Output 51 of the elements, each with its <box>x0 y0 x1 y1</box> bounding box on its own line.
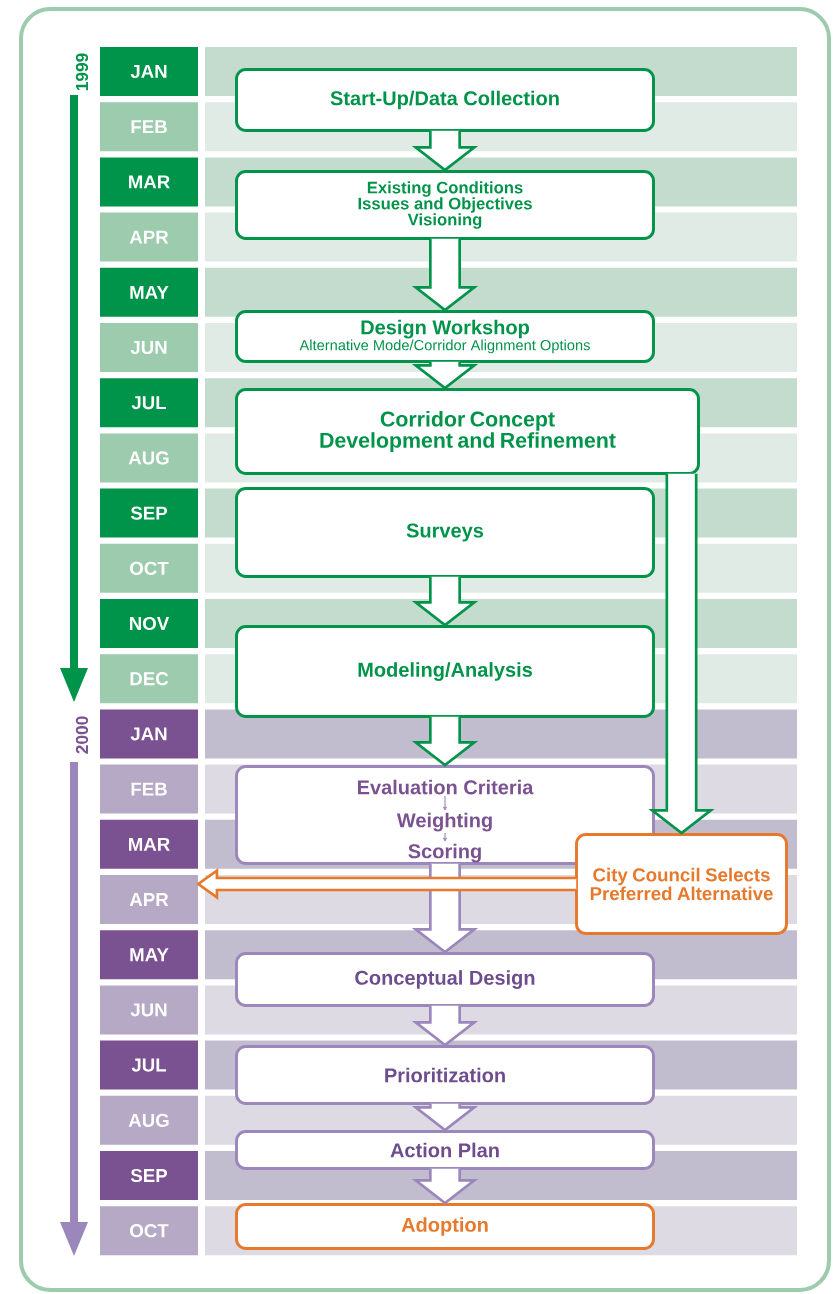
month-cell: FEB <box>100 102 198 152</box>
month-cell: FEB <box>100 764 198 814</box>
month-cell: JUL <box>100 378 198 428</box>
month-cell: JUN <box>100 323 198 372</box>
month-cell: JAN <box>100 709 198 759</box>
month-cell: OCT <box>100 1206 198 1256</box>
process-box: Surveys <box>235 487 655 578</box>
year-label: 2000 <box>75 716 89 754</box>
process-box <box>235 765 655 865</box>
month-cell: OCT <box>100 543 198 593</box>
month-cell: APR <box>100 212 198 262</box>
arrow <box>411 360 479 390</box>
arrow <box>195 868 578 900</box>
month-cell: AUG <box>100 433 198 483</box>
process-box: Design Workshop Alternative Mode/Corridor Alignment Options <box>235 310 655 363</box>
arrow <box>411 1102 479 1132</box>
arrow <box>411 575 479 627</box>
year-label: 1999 <box>75 53 89 91</box>
arrow <box>411 1167 479 1205</box>
month-cell: APR <box>100 875 198 924</box>
process-box: Prioritization <box>235 1045 655 1105</box>
arrow <box>411 715 479 767</box>
month-cell: MAY <box>100 930 198 980</box>
process-box: City Council Selects Preferred Alternative <box>575 833 788 935</box>
month-cell: MAR <box>100 819 198 869</box>
step-text: Weighting <box>396 812 492 832</box>
month-cell: AUG <box>100 1095 198 1145</box>
process-box: Modeling/Analysis <box>235 625 655 718</box>
arrow <box>443 832 447 842</box>
month-cell: MAR <box>100 157 198 207</box>
process-box: Corridor Concept Development and Refinement <box>235 388 700 475</box>
month-cell: JAN <box>100 47 198 96</box>
process-box: Existing Conditions Issues and Objectives Visioning <box>235 170 655 240</box>
step-text: Scoring <box>408 843 481 863</box>
month-cell: JUN <box>100 985 198 1035</box>
arrow <box>648 472 715 835</box>
month-cell: JUL <box>100 1040 198 1090</box>
month-cell: SEP <box>100 488 198 538</box>
arrow <box>443 795 447 811</box>
arrow <box>411 1004 479 1047</box>
process-box: Adoption <box>235 1203 655 1250</box>
month-cell: NOV <box>100 599 198 648</box>
process-box: Action Plan <box>235 1130 655 1170</box>
process-box: Conceptual Design <box>235 952 655 1007</box>
process-box: Start-Up/Data Collection <box>235 68 655 132</box>
arrow <box>411 237 479 312</box>
month-cell: MAY <box>100 267 198 317</box>
step-text: Evaluation Criteria <box>358 779 534 795</box>
month-cell: SEP <box>100 1151 198 1200</box>
month-cell: DEC <box>100 654 198 704</box>
arrow <box>411 129 479 172</box>
